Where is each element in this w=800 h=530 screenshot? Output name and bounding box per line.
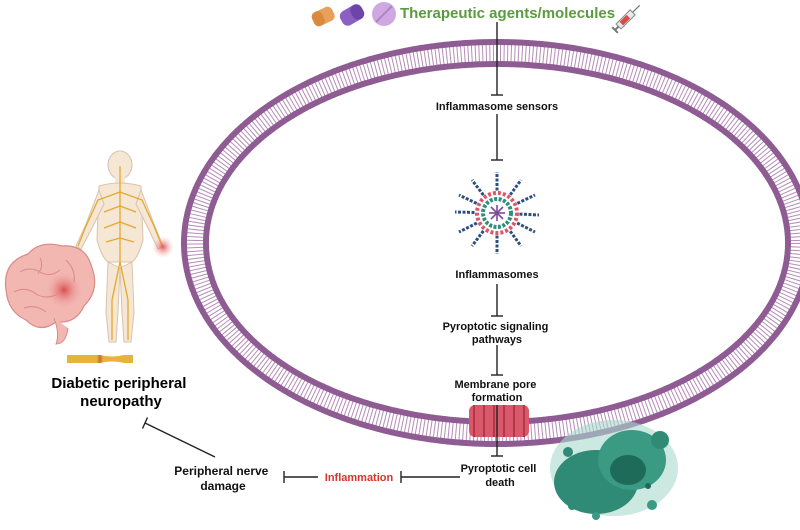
label-inflammation: Inflammation (325, 472, 394, 484)
diagram-title: Therapeutic agents/molecules (400, 5, 615, 22)
tablet-icon (372, 2, 396, 26)
inhibition-arrows (141, 22, 503, 483)
inflammasome-icon (454, 172, 540, 254)
brain-icon (4, 243, 96, 345)
syringe-icon (611, 4, 641, 34)
membrane-pore (469, 405, 529, 437)
label-inflammasomes: Inflammasomes (455, 269, 538, 281)
dying-cell-icon (550, 420, 678, 520)
label-diabetic-peripheral-neuropathy: Diabetic peripheral neuropathy (51, 375, 190, 410)
capsule-icon (339, 4, 365, 26)
human-body-icon (75, 150, 174, 343)
label-membrane-pore: Membrane pore formation (455, 379, 540, 404)
label-peripheral-nerve-damage: Peripheral nerve damage (174, 464, 271, 493)
label-pyroptotic-cell-death: Pyroptotic cell death (461, 463, 540, 489)
label-inflammasome-sensors: Inflammasome sensors (436, 101, 558, 113)
pill-capsule-icon (311, 6, 335, 27)
label-pyroptotic-signaling: Pyroptotic signaling pathways (443, 321, 552, 346)
nerve-icon (67, 355, 133, 363)
